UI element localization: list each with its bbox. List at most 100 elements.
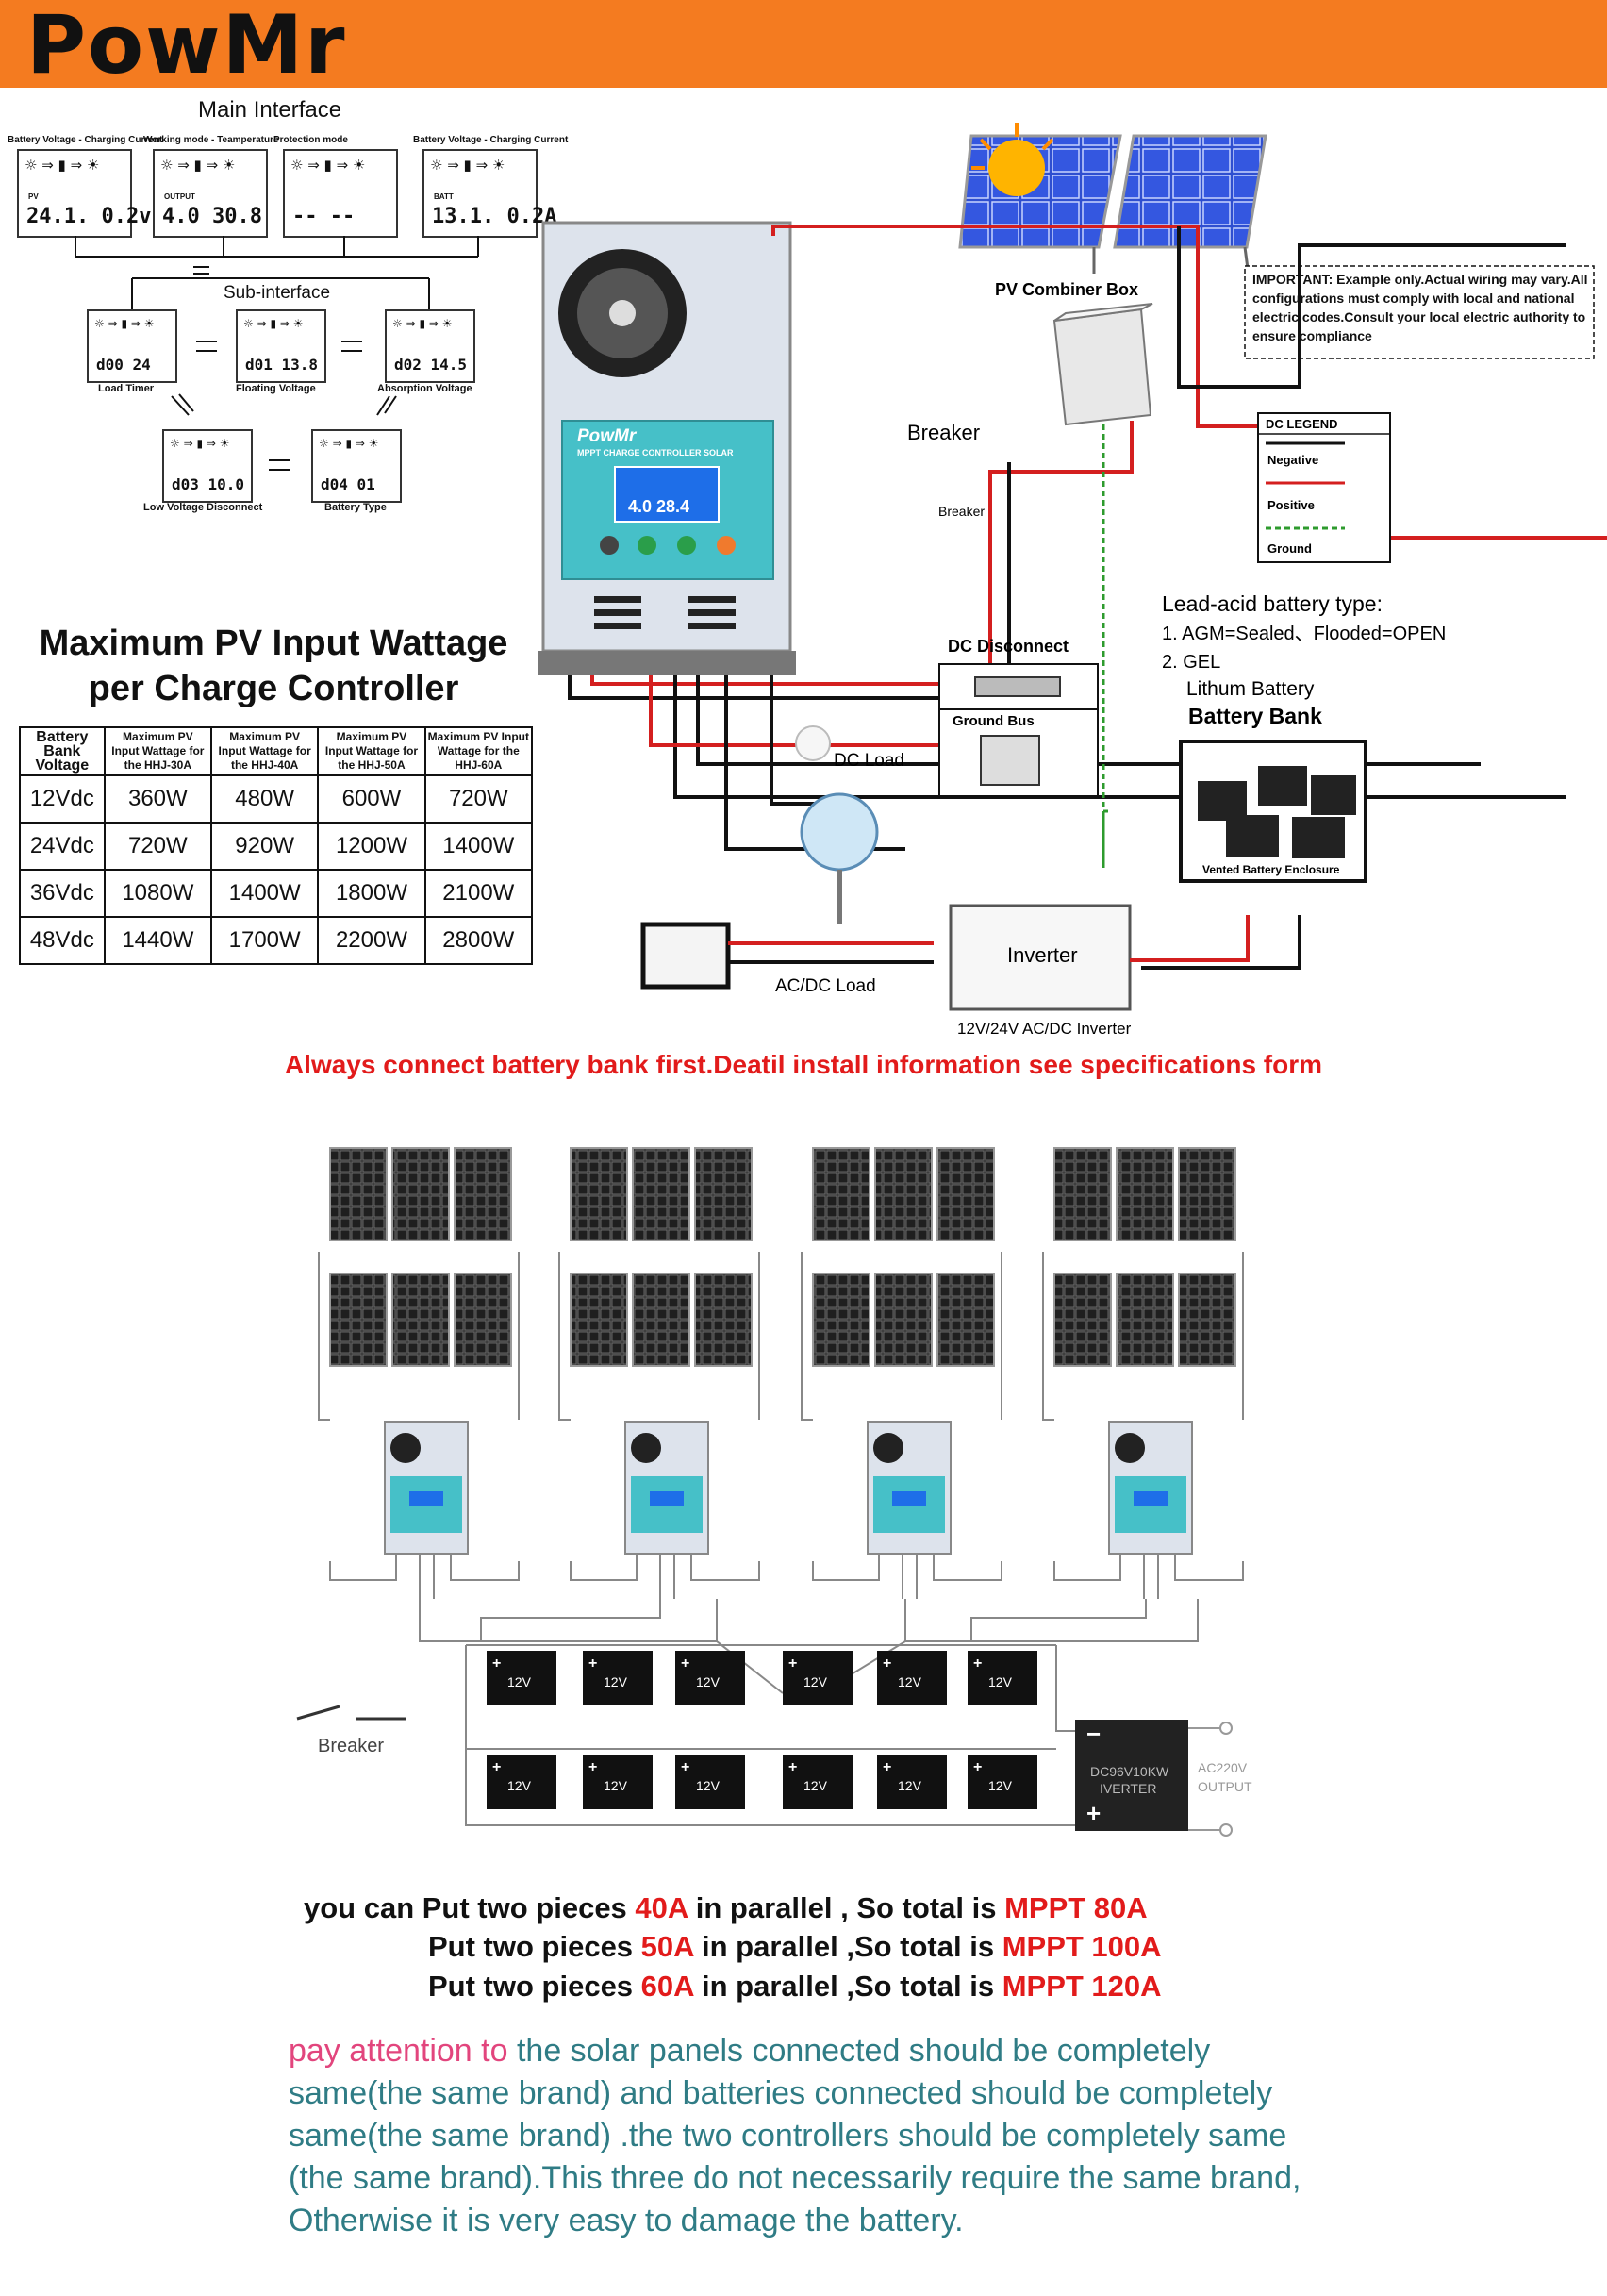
- battery-icon: [583, 1755, 653, 1809]
- lcd-value: -- --: [292, 205, 356, 228]
- table-cell: 920W: [209, 822, 320, 871]
- svg-text:−: −: [1086, 1720, 1101, 1748]
- note2-a: Put two pieces: [428, 1930, 641, 1963]
- table-cell: 48Vdc: [19, 916, 106, 965]
- solar-panel: [391, 1273, 450, 1367]
- lcd-status-icons: ☼ ⇒ ▮ ⇒ ☀: [243, 317, 304, 330]
- svg-text:+: +: [681, 1655, 689, 1672]
- lcd-tag: BATT: [434, 192, 454, 201]
- parallel-diagram: 12V+12V+12V+12V+12V+12V+12V+12V+12V+12V+…: [296, 1147, 1252, 1837]
- attention-prefix: pay attention to: [289, 2033, 508, 2069]
- battery-type-title: Lead-acid battery type:: [1162, 591, 1383, 616]
- battery-label: 12V: [804, 1674, 828, 1689]
- sub-lcd-screen: ☼ ⇒ ▮ ⇒ ☀d01 13.8: [236, 309, 326, 383]
- parallel-inverter-line1: DC96V10KW: [1090, 1764, 1169, 1779]
- sub-interface-title: Sub-interface: [224, 283, 331, 303]
- table-cell: 1440W: [103, 916, 213, 965]
- solar-panel: [1178, 1273, 1236, 1367]
- solar-panel: [329, 1147, 388, 1241]
- solar-panel: [454, 1147, 512, 1241]
- output-line1: AC220V: [1198, 1760, 1248, 1775]
- solar-panel: [812, 1273, 870, 1367]
- note-line-2: Put two pieces 50A in parallel ,So total…: [428, 1930, 1162, 1964]
- svg-text:+: +: [588, 1759, 597, 1775]
- attention-line5: Otherwise it is very easy to damage the …: [289, 2203, 964, 2238]
- controller-array: [1042, 1147, 1244, 1599]
- svg-text:+: +: [492, 1655, 501, 1672]
- solar-panel: [936, 1273, 995, 1367]
- sub-lcd-screen: ☼ ⇒ ▮ ⇒ ☀d04 01: [311, 429, 402, 503]
- dc-disconnect-label: DC Disconnect: [948, 637, 1069, 656]
- sub-screen-caption: Battery Type: [324, 502, 387, 513]
- parallel-inverter-line2: IVERTER: [1100, 1781, 1156, 1796]
- attention-line3: same(the same brand) .the two controller…: [289, 2118, 1287, 2154]
- legend-positive: Positive: [1267, 498, 1315, 512]
- table-cell: 720W: [423, 774, 534, 824]
- note2-b: 50A: [640, 1930, 694, 1963]
- brand-logo: PowMr: [26, 0, 347, 92]
- svg-text:+: +: [973, 1759, 982, 1775]
- sub-screen-caption: Low Voltage Disconnect: [143, 502, 263, 513]
- table-header-cell: Maximum PV Input Wattage for the HHJ-60A: [423, 726, 534, 776]
- table-header-cell: Maximum PV Input Wattage for the HHJ-30A: [103, 726, 213, 776]
- svg-text:+: +: [883, 1655, 891, 1672]
- battery-label: 12V: [604, 1674, 628, 1689]
- battery-icon: [583, 1651, 653, 1705]
- note2-d: MPPT 100A: [1002, 1930, 1162, 1963]
- sun-icon: [988, 140, 1045, 196]
- output-line2: OUTPUT: [1198, 1779, 1252, 1794]
- battery-type-1: 1. AGM=Sealed、Flooded=OPEN: [1162, 624, 1446, 644]
- enclosure-label: Vented Battery Enclosure: [1202, 863, 1340, 876]
- note3-c: in parallel ,So total is: [693, 1970, 1002, 2003]
- solar-panel: [632, 1273, 690, 1367]
- svg-text:+: +: [788, 1655, 797, 1672]
- sub-lcd-screen: ☼ ⇒ ▮ ⇒ ☀d00 24: [87, 309, 177, 383]
- table-cell: 480W: [209, 774, 320, 824]
- battery-icon: [487, 1755, 556, 1809]
- battery-bank-label: Battery Bank: [1188, 704, 1322, 728]
- header-bar: [0, 0, 1607, 88]
- battery-label: 12V: [988, 1674, 1013, 1689]
- controller-display: [614, 466, 720, 523]
- battery-icon: [877, 1651, 947, 1705]
- lcd-status-icons: ☼ ⇒ ▮ ⇒ ☀: [25, 157, 100, 174]
- lcd-value: d00 24: [96, 356, 151, 374]
- note-line-3: Put two pieces 60A in parallel ,So total…: [428, 1970, 1162, 2004]
- table-cell: 1400W: [209, 869, 320, 918]
- table-title-line1: Maximum PV Input Wattage: [39, 624, 508, 663]
- solar-panel: [874, 1273, 933, 1367]
- attention-line4: (the same brand).This three do not neces…: [289, 2160, 1301, 2196]
- solar-panel: [329, 1273, 388, 1367]
- svg-text:+: +: [788, 1759, 797, 1775]
- attention-block: pay attention to the solar panels connec…: [289, 2030, 1599, 2242]
- lcd-status-icons: ☼ ⇒ ▮ ⇒ ☀: [430, 157, 505, 174]
- table-cell: 600W: [317, 774, 426, 824]
- table-cell: 1400W: [423, 822, 534, 871]
- note3-d: MPPT 120A: [1002, 1970, 1162, 2003]
- svg-text:+: +: [681, 1759, 689, 1775]
- solar-panel: [874, 1147, 933, 1241]
- solar-panel: [812, 1147, 870, 1241]
- solar-panel: [1053, 1147, 1112, 1241]
- controller-readout: 4.0 28.4: [628, 497, 689, 516]
- lcd-value: d02 14.5: [394, 356, 468, 374]
- battery-label: 12V: [696, 1674, 721, 1689]
- battery-type-3: Lithum Battery: [1186, 678, 1315, 700]
- solar-panel: [391, 1147, 450, 1241]
- table-cell: 2200W: [317, 916, 426, 965]
- note3-a: Put two pieces: [428, 1970, 641, 2003]
- svg-text:+: +: [1086, 1799, 1101, 1827]
- table-header-cell: Maximum PV Input Wattage for the HHJ-40A: [209, 726, 320, 776]
- charge-controller: PowMr MPPT CHARGE CONTROLLER SOLAR 4.0 2…: [538, 221, 796, 675]
- battery-icon: [675, 1651, 745, 1705]
- legend-title: DC LEGEND: [1266, 417, 1338, 431]
- controller-array: [318, 1147, 520, 1599]
- breaker-label-small: Breaker: [938, 504, 985, 519]
- svg-text:+: +: [492, 1759, 501, 1775]
